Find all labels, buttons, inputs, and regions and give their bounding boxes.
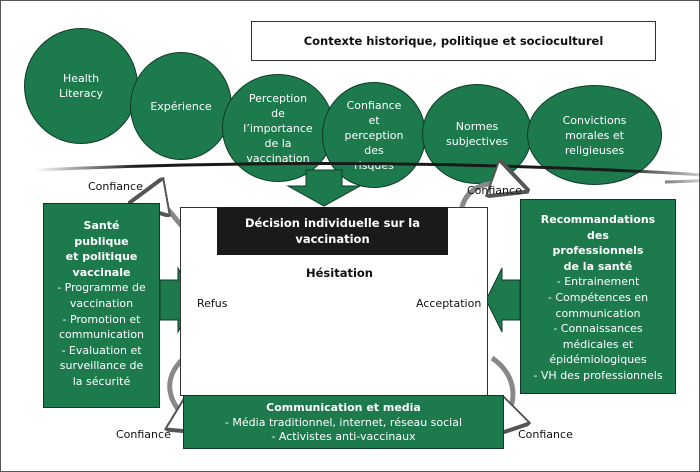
bottom-box-item: - Média traditionnel, internet, réseau s…	[224, 415, 463, 429]
circle-label: Normes subjectives	[446, 120, 508, 148]
circle-label: Expérience	[150, 99, 212, 113]
bottom-box-title: Communication et media	[266, 401, 421, 414]
left-box-item: - Promotion et communication	[58, 312, 145, 342]
circle-label: Health Literacy	[58, 72, 104, 100]
right-box-item: - Entrainement	[556, 275, 640, 289]
refus-label: Refus	[197, 297, 228, 310]
circle-label: Convictions morales et religieuses	[562, 113, 627, 157]
hesitation-label: Hésitation	[306, 266, 373, 280]
confiance-label-bottom-left: Confiance	[116, 428, 171, 441]
arrow-right-box	[485, 267, 521, 333]
left-box-sante-publique: Santé publique et politique vaccinale - …	[43, 203, 160, 408]
context-box: Contexte historique, politique et socioc…	[251, 21, 656, 61]
left-box-item: - Programme de vaccination	[57, 281, 146, 310]
left-box-title: Santé publique et politique vaccinale	[65, 219, 138, 279]
decision-label: Décision individuelle sur la vaccination	[244, 216, 421, 246]
circle-label: Perception de l’importance de la vaccina…	[243, 91, 313, 165]
circle-health-literacy: Health Literacy	[24, 28, 138, 144]
circle-label: Confiance et perception des risques	[344, 98, 404, 172]
confiance-label-bottom-right: Confiance	[518, 428, 573, 441]
right-box-item: - Connaissances médicales et épidémiolog…	[549, 322, 647, 367]
right-box-item: - Compétences en communication	[547, 290, 649, 320]
decision-box: Décision individuelle sur la vaccination	[217, 207, 448, 255]
right-box-title: Recommandations des professionnels de la…	[540, 213, 656, 273]
acceptation-label: Acceptation	[416, 297, 482, 310]
arrow-down-to-decision	[286, 169, 362, 207]
right-box-recommandations: Recommandations des professionnels de la…	[520, 199, 676, 394]
bottom-box-communication: Communication et media - Média tradition…	[183, 395, 504, 449]
confiance-label-top-left: Confiance	[88, 180, 143, 193]
circle-experience: Expérience	[130, 52, 232, 160]
bottom-box-item: - Activistes anti-vaccinaux	[271, 430, 416, 443]
right-box-item: - VH des professionnels	[533, 368, 663, 382]
confiance-label-top-right: Confiance	[467, 184, 522, 197]
left-box-item: - Evaluation et surveillance de la sécur…	[59, 343, 144, 388]
context-label: Contexte historique, politique et socioc…	[303, 34, 604, 48]
